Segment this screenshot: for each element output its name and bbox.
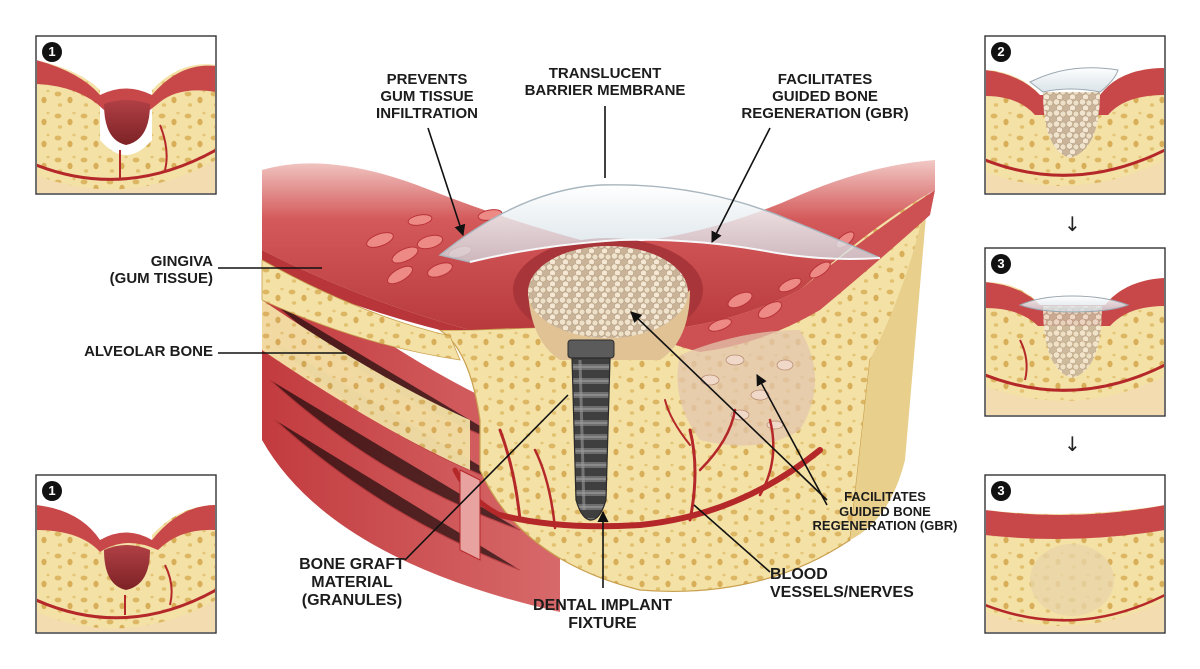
label-bone-graft: BONE GRAFT MATERIAL (GRANULES) bbox=[299, 556, 405, 609]
panel-membrane-covered bbox=[984, 247, 1166, 417]
label-gbr-top: FACILITATES GUIDED BONE REGENERATION (GB… bbox=[741, 71, 909, 122]
step-badge-right-1: 2 bbox=[991, 42, 1011, 62]
down-arrow-icon-1: ↓ bbox=[1064, 212, 1081, 236]
bone-graft-granules bbox=[528, 246, 688, 338]
dental-implant bbox=[567, 339, 615, 521]
label-blood-vessels: BLOOD VESSELS/NERVES bbox=[770, 566, 914, 601]
main-cross-section bbox=[261, 160, 935, 612]
label-gbr-right: FACILITATES GUIDED BONE REGENERATION (GB… bbox=[812, 489, 958, 534]
step-badge-bottom-left: 1 bbox=[42, 481, 62, 501]
label-gingiva: GINGIVA (GUM TISSUE) bbox=[109, 253, 213, 287]
leader-lines bbox=[218, 106, 828, 588]
step-badge-top-left: 1 bbox=[42, 42, 62, 62]
panel-graft-membrane bbox=[984, 35, 1166, 195]
label-barrier-membrane: TRANSLUCENT BARRIER MEMBRANE bbox=[524, 65, 686, 99]
down-arrow-icon-2: ↓ bbox=[1064, 432, 1081, 456]
step-badge-right-3: 3 bbox=[991, 481, 1011, 501]
label-implant-fixture: DENTAL IMPLANT FIXTURE bbox=[533, 597, 672, 632]
panel-healed bbox=[984, 474, 1166, 634]
gum-cells-left bbox=[366, 209, 503, 285]
panel-empty-socket-top bbox=[35, 35, 217, 195]
step-badge-right-2: 3 bbox=[991, 254, 1011, 274]
label-prevents-infiltration: PREVENTS GUM TISSUE INFILTRATION bbox=[376, 71, 478, 122]
label-alveolar-bone: ALVEOLAR BONE bbox=[84, 343, 213, 360]
panel-empty-socket-bottom bbox=[35, 474, 217, 634]
